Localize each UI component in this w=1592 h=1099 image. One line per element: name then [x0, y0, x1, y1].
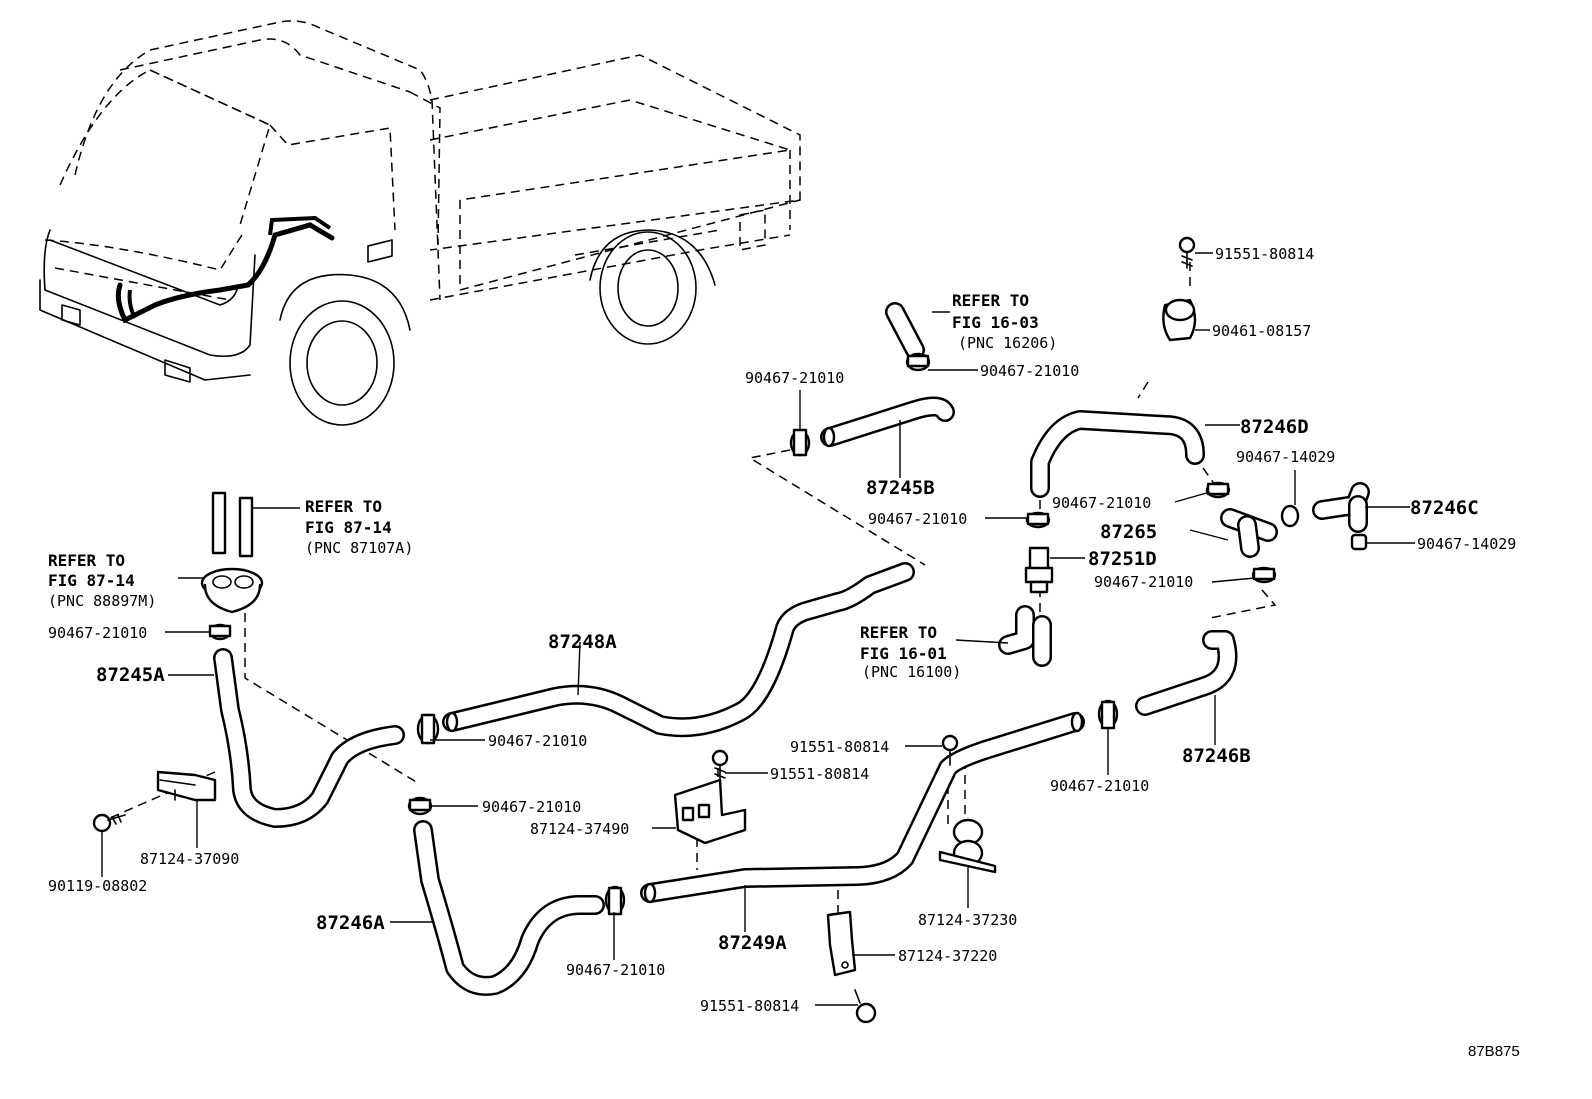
bracket-87124-37230-icon: [938, 818, 997, 874]
label-87246D: 87246D: [1240, 416, 1309, 438]
ref-16-03-line1: REFER TO: [952, 291, 1029, 310]
ref-87-14-a-line3: (PNC 87107A): [305, 539, 413, 557]
ref-16-01-line1: REFER TO: [860, 623, 937, 642]
bolt-top-right-icon: [1178, 236, 1196, 269]
reservoir-cap-icon: [200, 567, 264, 614]
bracket-87124-37220-icon: [826, 910, 857, 977]
ref-87-14-b-line3: (PNC 88897M): [48, 592, 156, 610]
label-bolt-mid-2: 91551-80814: [790, 738, 889, 756]
ref-87-14-a-line1: REFER TO: [305, 497, 382, 516]
label-clip-87249A: 90467-21010: [566, 961, 665, 979]
hose-16-03: [885, 302, 925, 360]
hose-87246C: [1312, 482, 1370, 533]
hose-87246D: [1030, 410, 1205, 498]
bracket-87124-37090-icon: [156, 770, 217, 802]
label-clip-14029-b: 90467-14029: [1417, 535, 1516, 553]
hose-87245B: [820, 396, 955, 448]
clip-87246D-icon: [1205, 481, 1231, 499]
hose-87-14: [211, 491, 254, 558]
label-87245A: 87245A: [96, 664, 165, 686]
label-87246B: 87246B: [1182, 745, 1251, 767]
label-87246A: 87246A: [316, 912, 385, 934]
label-87249A: 87249A: [718, 932, 787, 954]
ref-87-14-b-line1: REFER TO: [48, 551, 125, 570]
ref-87-14-a-line2: FIG 87-14: [305, 518, 392, 537]
label-clip-87245A: 90467-21010: [48, 624, 147, 642]
clip-87246A-icon: [407, 796, 433, 816]
label-87246C: 87246C: [1410, 497, 1479, 519]
diagram-code: 87B875: [1468, 1043, 1520, 1060]
clip-14029-b-icon: [1350, 533, 1368, 551]
label-clamp-90461: 90461-08157: [1212, 322, 1311, 340]
clip-87245A-icon: [208, 623, 232, 641]
label-clip-87245B: 90467-21010: [745, 369, 844, 387]
truck-illustration: [39, 20, 801, 426]
label-clip-87246A: 90467-21010: [482, 798, 581, 816]
clip-87246B-icon: [1097, 699, 1119, 730]
label-87245B: 87245B: [866, 477, 935, 499]
clip-14029-a-icon: [1280, 504, 1300, 528]
hoses: [211, 302, 1370, 996]
clip-87249A-icon: [604, 885, 626, 916]
ref-16-03-line2: FIG 16-03: [952, 313, 1039, 332]
hose-87246A: [413, 820, 605, 996]
ref-16-01-line2: FIG 16-01: [860, 644, 947, 663]
connector-87251D-icon: [1024, 546, 1054, 594]
label-87265: 87265: [1100, 521, 1157, 543]
label-bracket-37490: 87124-37490: [530, 820, 629, 838]
clip-87248A-icon: [416, 713, 440, 745]
leader-lines: [101, 252, 1415, 1006]
bolt-mid-2-icon: [941, 734, 959, 766]
ref-16-03-line3: (PNC 16206): [958, 334, 1057, 352]
label-bolt-top-right: 91551-80814: [1215, 245, 1314, 263]
clip-87251D-icon: [1025, 511, 1051, 529]
hose-87248A: [442, 562, 915, 738]
label-clip-top-hose: 90467-21010: [980, 362, 1079, 380]
label-clip-87246B: 90467-21010: [1050, 777, 1149, 795]
hose-87245A: [213, 648, 405, 828]
label-87251D: 87251D: [1088, 548, 1157, 570]
label-bracket-37220: 87124-37220: [898, 947, 997, 965]
label-bracket-37230: 87124-37230: [918, 911, 1017, 929]
ref-87-14-b-line2: FIG 87-14: [48, 571, 135, 590]
labels: REFER TO FIG 16-03 (PNC 16206) REFER TO …: [48, 245, 1520, 1060]
clip-87265-icon: [1251, 566, 1277, 584]
label-bolt-mid-1: 91551-80814: [770, 765, 869, 783]
label-clip-87251D: 90467-21010: [868, 510, 967, 528]
label-clip-14029-a: 90467-14029: [1236, 448, 1335, 466]
label-bolt-bottom: 91551-80814: [700, 997, 799, 1015]
bracket-87124-37490-icon: [673, 778, 747, 845]
label-clip-87265: 90467-21010: [1094, 573, 1193, 591]
hose-87246B: [1135, 630, 1238, 716]
clip-top-hose-icon: [905, 352, 931, 372]
label-clip-87248A: 90467-21010: [488, 732, 587, 750]
label-bolt-90119: 90119-08802: [48, 877, 147, 895]
clip-87245B-icon: [789, 428, 811, 457]
label-clip-87246D: 90467-21010: [1052, 494, 1151, 512]
clamps: [92, 236, 1368, 1024]
bolt-bottom-icon: [854, 989, 877, 1024]
ref-16-01-line3: (PNC 16100): [862, 663, 961, 681]
label-87248A: 87248A: [548, 631, 617, 653]
hose-87249A: [640, 711, 1085, 904]
bolt-90119-icon: [92, 813, 126, 833]
clamp-90461-icon: [1162, 298, 1197, 342]
label-bracket-37090: 87124-37090: [140, 850, 239, 868]
hose-87265: [1220, 508, 1278, 558]
bolt-mid-1-icon: [711, 749, 729, 781]
hose-16-01: [998, 605, 1052, 667]
